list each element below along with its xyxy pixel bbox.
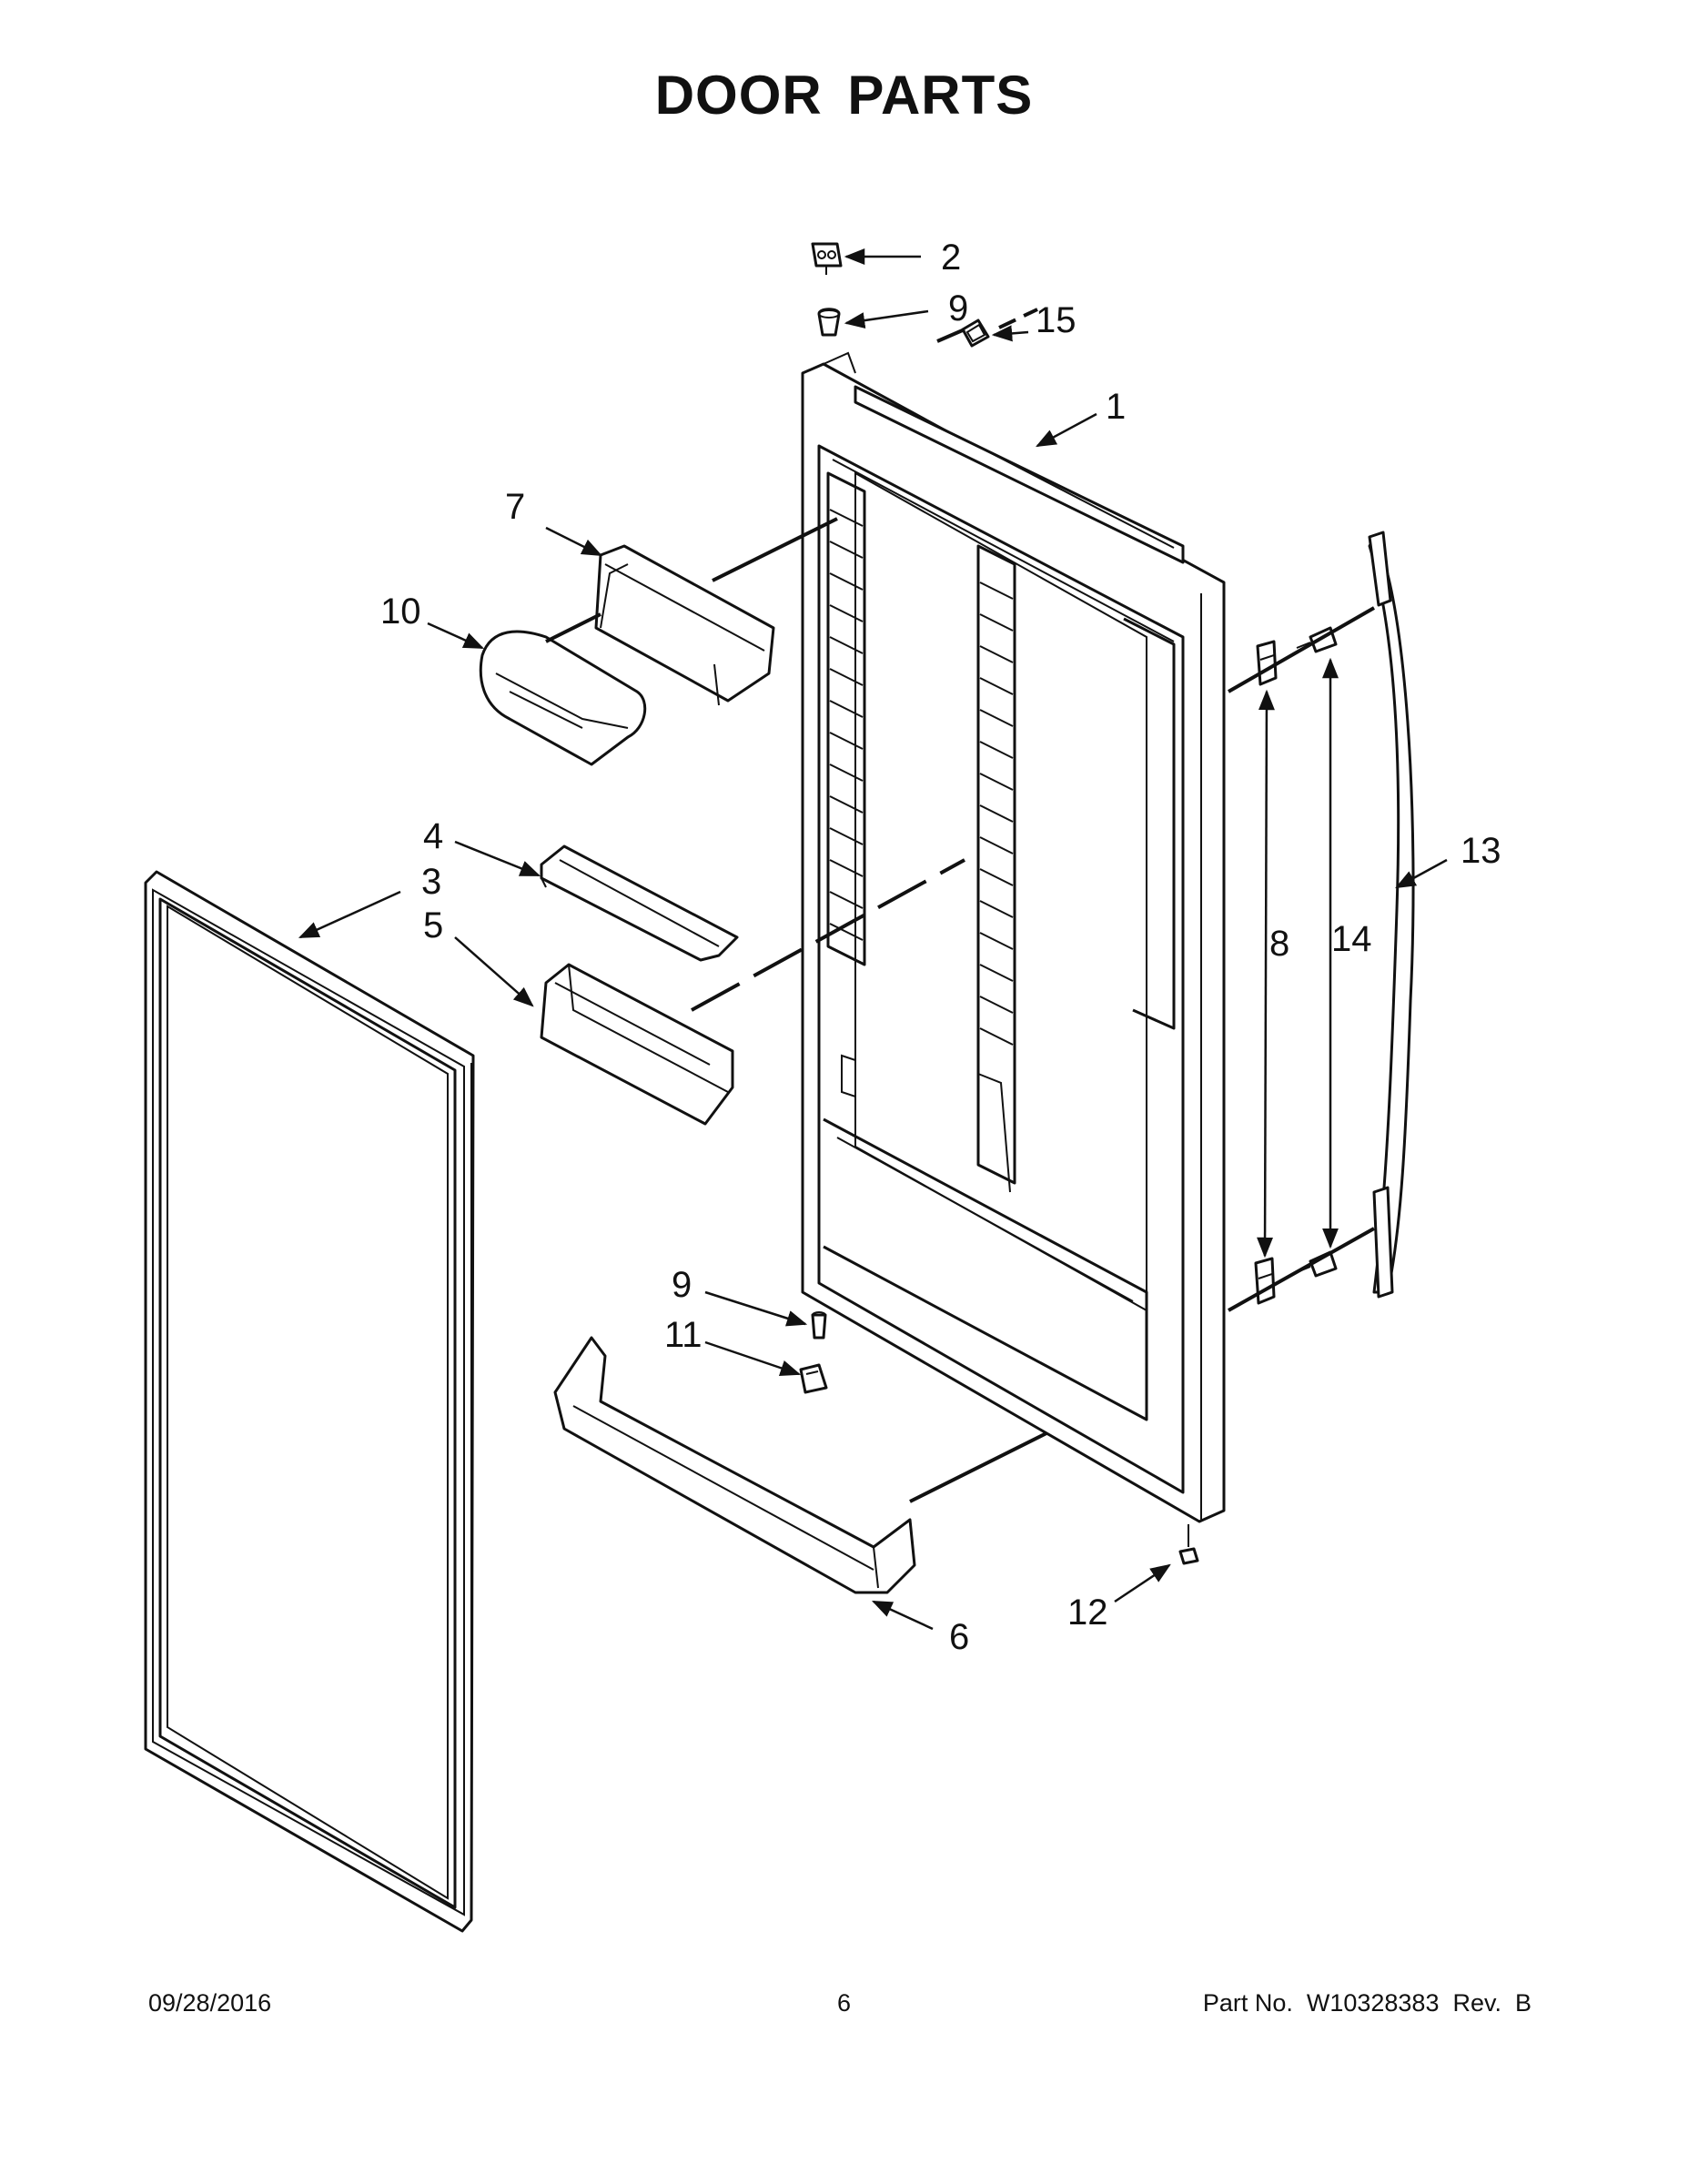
- door-bin-part: [540, 963, 734, 1126]
- callout-15: 15: [1036, 300, 1076, 340]
- door-handle-part: [1368, 531, 1415, 1299]
- callout-4: 4: [423, 816, 443, 856]
- callout-14: 14: [1331, 919, 1372, 959]
- small-shelf-part: [540, 844, 739, 962]
- hinge-cap-part: [811, 242, 843, 275]
- callout-8: 8: [1269, 924, 1289, 964]
- page-title: DOOR PARTS: [654, 65, 1034, 126]
- callout-11: 11: [664, 1315, 702, 1355]
- footer-page-number: 6: [836, 1989, 852, 2017]
- callout-9-bottom: 9: [672, 1265, 692, 1305]
- pad-part: [961, 318, 990, 348]
- dairy-cover-part: [479, 630, 647, 766]
- callout-6: 6: [949, 1617, 969, 1657]
- bottom-hinge-bracket-part: [799, 1363, 828, 1394]
- callout-labels: 2 9 15 1 7 10 4 3 5 13 8 14 9 11 12 6: [380, 238, 1501, 1657]
- door-liner-part: [801, 351, 1226, 1523]
- callout-12: 12: [1067, 1592, 1108, 1633]
- callout-9-top: 9: [948, 288, 968, 329]
- door-gasket-part: [144, 870, 475, 1933]
- leader-lines: [298, 248, 1448, 1631]
- assembly-lines: [545, 308, 1375, 1503]
- callout-3: 3: [421, 862, 441, 902]
- bushing-top-part: [817, 308, 841, 337]
- bushing-bottom-part: [811, 1311, 827, 1340]
- callout-5: 5: [423, 905, 443, 945]
- footer-date: 09/28/2016: [148, 1989, 272, 2017]
- hinge-nut-part: [1178, 1524, 1199, 1565]
- callout-10: 10: [380, 592, 421, 632]
- upper-bin-frame-part: [594, 544, 775, 706]
- footer-part-number: Part No. W10328383 Rev. B: [1202, 1989, 1531, 2017]
- bottom-bin-part: [553, 1336, 916, 1594]
- callout-7: 7: [505, 487, 525, 527]
- callout-2: 2: [941, 238, 961, 278]
- callout-13: 13: [1461, 831, 1501, 871]
- callout-1: 1: [1106, 387, 1126, 427]
